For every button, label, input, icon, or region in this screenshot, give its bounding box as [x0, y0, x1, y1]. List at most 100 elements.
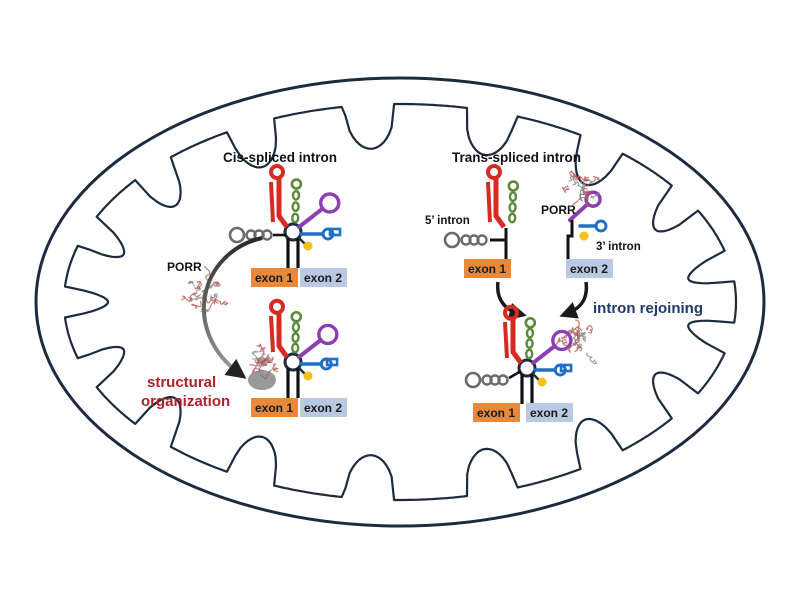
exon1-box [251, 268, 298, 287]
trans-title: Trans-spliced intron [452, 150, 581, 165]
protein-ribbon [576, 343, 582, 349]
exon2-box [300, 268, 347, 287]
domain5-blob [303, 371, 313, 381]
domain5-stem [298, 237, 306, 245]
protein-ribbon [191, 300, 202, 309]
protein-ribbon [579, 184, 587, 199]
exon1-box [464, 259, 511, 278]
intron-structure-cis-top [228, 164, 342, 268]
central-wheel [283, 352, 303, 372]
protein-ribbon [260, 355, 273, 364]
domain2-loop [290, 178, 303, 190]
domain5-blob [303, 241, 313, 251]
protein-ribbon [181, 295, 194, 302]
protein-ribbon [272, 363, 280, 373]
porr-protein-trans-bound [555, 319, 597, 365]
trans-intron-rejoined [464, 304, 573, 404]
exon2-junction [566, 220, 574, 259]
domain2-loop [507, 180, 520, 192]
cis-exons-top: exon 1 exon 2 [251, 268, 347, 287]
protein-ribbon [260, 360, 268, 365]
protein-ribbon [584, 191, 590, 207]
protein-ribbon [574, 341, 583, 353]
porr-protein-trans [561, 170, 602, 208]
trans-arrow-right [559, 281, 589, 319]
domain2-bead [291, 342, 300, 354]
domain2-loop [524, 316, 537, 329]
exon1-label: exon 1 [255, 401, 293, 415]
domain1-stem [276, 177, 290, 229]
domain2-bead [525, 327, 535, 339]
intron-5prime-structure [443, 164, 520, 259]
protein-ribbon [187, 280, 196, 287]
domain1-branch [503, 321, 509, 359]
trans-3prime-label: 3’ intron [596, 241, 641, 253]
protein-ribbon [210, 281, 220, 289]
domain6-bead [460, 234, 472, 246]
protein-ribbon [210, 293, 218, 300]
domain2-bead [291, 332, 300, 343]
protein-ribbon [555, 336, 568, 346]
domain1-branch [486, 181, 492, 223]
exon2-label: exon 2 [304, 401, 342, 415]
domain5-blob [579, 231, 589, 241]
domain2-bead [291, 321, 301, 333]
protein-ribbon [577, 331, 586, 343]
domain1-branch [269, 181, 275, 223]
exon2-label: exon 2 [530, 406, 568, 420]
domain4-tip [325, 357, 339, 367]
domain1-stem [510, 317, 524, 365]
domain1-loop [269, 298, 285, 315]
protein-ribbon [586, 176, 602, 187]
domain3-loop [317, 323, 339, 346]
protein-ribbon [586, 352, 597, 365]
protein-ribbon [586, 325, 594, 334]
domain2-bead [525, 338, 534, 349]
domain5-stem [532, 373, 540, 381]
exon1-box [473, 403, 520, 422]
domain6-bead [481, 374, 493, 386]
domain3-stem [297, 338, 323, 359]
intron-structure-cis-bottom [269, 298, 339, 398]
protein-ribbon [561, 185, 570, 194]
protein-ribbon [256, 343, 266, 352]
protein-ribbon [561, 334, 568, 345]
protein-ribbon [572, 172, 583, 184]
domain1-loop [503, 304, 519, 321]
exon1-box [251, 398, 298, 417]
exon2-label: exon 2 [304, 271, 342, 285]
domain2-bead [508, 191, 518, 203]
cis-porr-label: PORR [167, 260, 202, 274]
cis-title: Cis-spliced intron [223, 150, 337, 165]
protein-ribbon [574, 332, 581, 342]
domain4-tip [559, 363, 573, 373]
trans-5prime-intron [443, 164, 520, 259]
cis-intron-top [228, 164, 342, 268]
exon2-label: exon 2 [570, 262, 608, 276]
cis-process-line2: organization [141, 393, 230, 410]
domain6-loop [228, 226, 246, 244]
protein-ribbon [259, 356, 268, 371]
domain1-stem [493, 177, 507, 229]
domain3-loop [319, 192, 341, 214]
domain2-bead [291, 212, 300, 224]
intron-3prime-structure [566, 190, 608, 259]
trans-porr-label: PORR [541, 203, 576, 217]
exon1-label: exon 1 [477, 406, 515, 420]
domain5-blob [537, 377, 547, 387]
domain2-bead [291, 201, 300, 213]
exon2-box [300, 398, 347, 417]
intron-structure-trans-rejoined [464, 304, 573, 404]
domain4-loop [594, 219, 608, 233]
domain6-link [490, 228, 508, 242]
protein-ribbon [265, 355, 274, 362]
protein-ribbon [258, 350, 266, 356]
exon1-label: exon 1 [468, 262, 506, 276]
exon2-box [526, 403, 573, 422]
protein-ribbon [205, 296, 216, 305]
porr-bound-shadow [248, 370, 276, 390]
domain3-stem [297, 206, 325, 229]
protein-ribbon [213, 298, 229, 306]
domain2-bead [508, 201, 517, 213]
protein-ribbon [584, 175, 590, 182]
